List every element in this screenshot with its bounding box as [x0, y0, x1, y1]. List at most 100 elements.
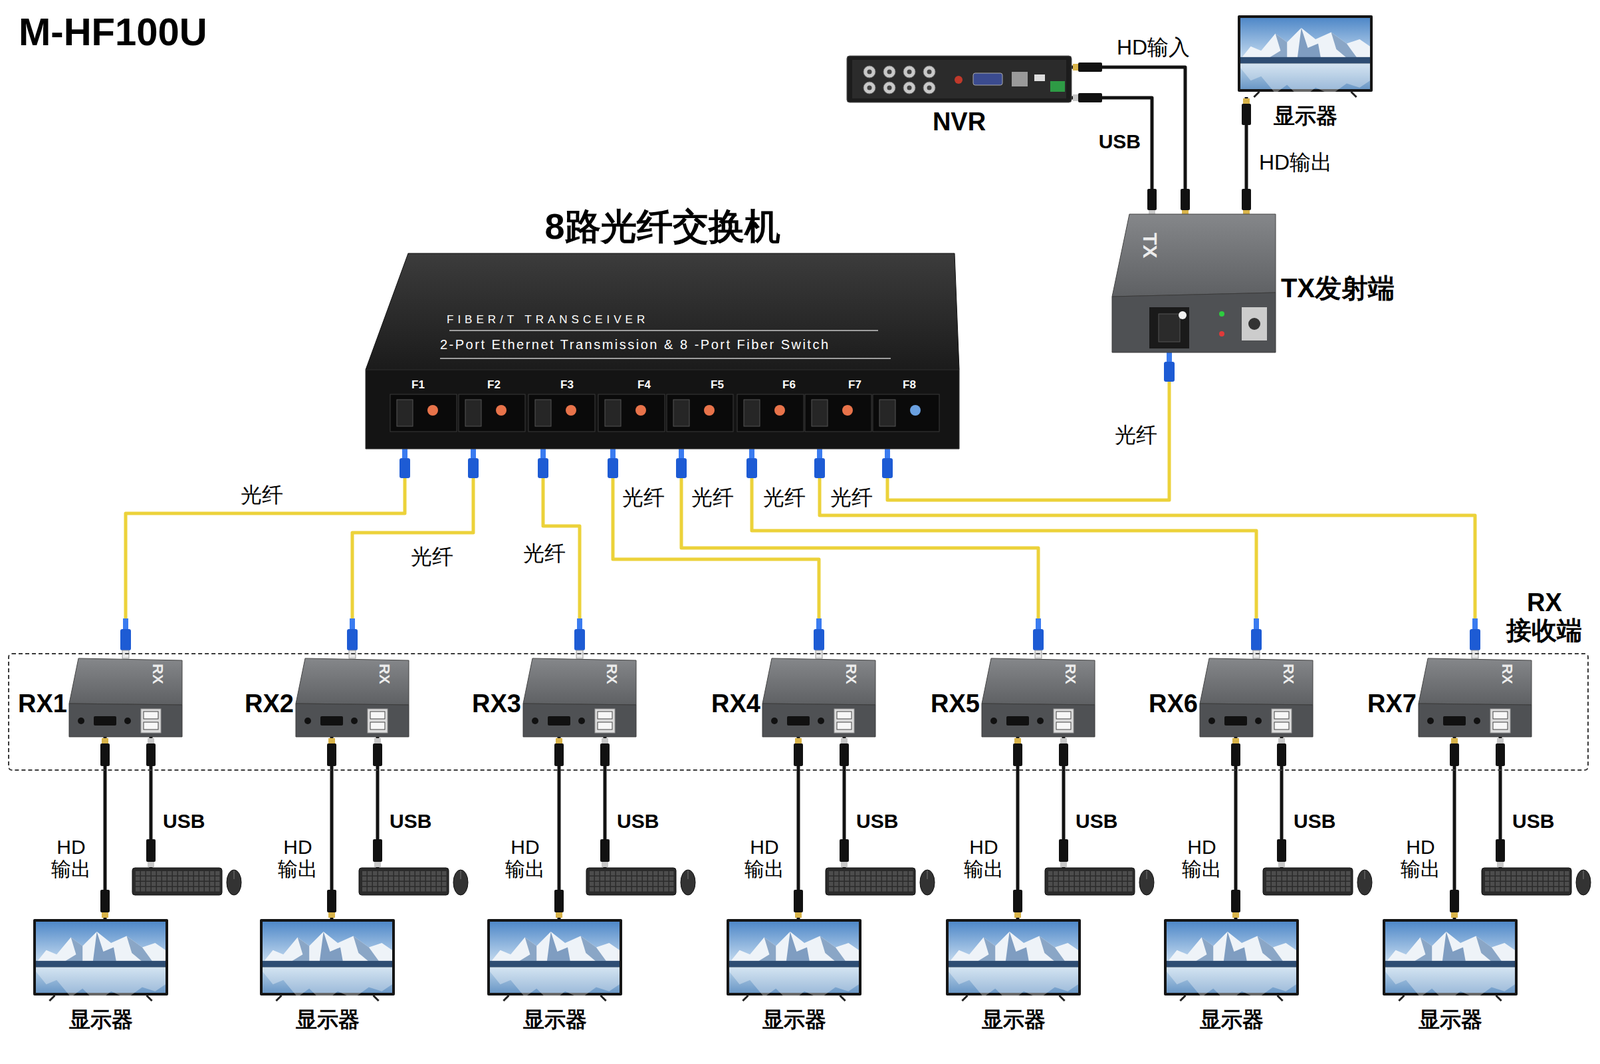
usb-plug: [1058, 838, 1069, 862]
port-label: F7: [848, 378, 862, 392]
device-name: 显示器: [762, 1007, 827, 1032]
keyboard-key: [621, 870, 627, 876]
keyboard-key: [1122, 876, 1128, 881]
bnc-core: [887, 69, 893, 75]
monitor-leg: [146, 995, 153, 1001]
keyboard-key: [1058, 870, 1064, 876]
rx-front: [523, 703, 637, 737]
keyboard-key: [194, 876, 199, 881]
rx-receiver: RX1RX: [69, 658, 183, 737]
water-reflection: [1240, 63, 1371, 100]
keyboard-key: [1096, 876, 1101, 881]
hdmi-plug: [1180, 188, 1190, 211]
plug-tip: [147, 737, 155, 744]
keyboard-key: [1559, 881, 1565, 887]
keyboard-key: [600, 881, 605, 887]
keyboard-key: [210, 870, 215, 876]
usb-slot: [1056, 721, 1071, 730]
sc-port: [1158, 313, 1180, 342]
screen-sky: [489, 921, 620, 966]
keyboard-key: [669, 881, 675, 887]
keyboard-key: [605, 886, 611, 892]
rx-front: [295, 703, 409, 737]
keyboard-key: [1335, 870, 1341, 876]
keyboard: [1262, 867, 1353, 895]
keyboard-key: [600, 870, 605, 876]
hdmi-port: [787, 715, 810, 726]
keyboard-key: [866, 870, 871, 876]
power-led: [1219, 331, 1225, 337]
keyboard-key: [210, 876, 215, 881]
panel-print: 2-Port Ethernet Transmission & 8 -Port F…: [440, 337, 831, 353]
diagram-title: M-HF100U: [18, 10, 208, 54]
keyboard-key: [621, 876, 627, 881]
mouse-seam: [1146, 870, 1148, 879]
plug-tip: [101, 912, 109, 918]
keyboard-key: [653, 886, 659, 892]
keyboard-key: [1490, 886, 1495, 892]
keyboard-key: [610, 881, 616, 887]
keyboard-key: [844, 870, 850, 876]
usb-plug: [146, 743, 156, 766]
keyboard-key: [1324, 881, 1330, 887]
rx-top: [295, 658, 409, 705]
keyboard-key: [1064, 870, 1069, 876]
keyboard-key: [156, 886, 162, 892]
port-slot: [804, 394, 872, 432]
mountain-shadow: [977, 937, 996, 962]
keyboard-key: [378, 876, 383, 881]
keyboard-key: [1538, 876, 1543, 881]
keyboard-key: [589, 870, 595, 876]
keyboard-key: [415, 881, 421, 887]
plug-tip: [1243, 98, 1250, 104]
tx-top: [1112, 214, 1276, 297]
keyboard-key: [1303, 886, 1309, 892]
device-name: 显示器: [69, 1007, 133, 1032]
keyboard-key: [1543, 886, 1549, 892]
sc-port: [396, 399, 413, 427]
keyboard-key: [1527, 886, 1533, 892]
keyboard-key: [1298, 881, 1303, 887]
water-reflection: [262, 966, 393, 1003]
keyboard-key: [1500, 870, 1506, 876]
keyboard-key: [178, 886, 183, 892]
keyboard-key: [404, 876, 410, 881]
keyboard-key: [589, 876, 595, 881]
keyboard-key: [1554, 886, 1559, 892]
cable-label: USB: [853, 808, 901, 833]
keyboard-key: [1080, 876, 1085, 881]
rx-receiver: RX5RX: [981, 658, 1095, 737]
keyboard-key: [860, 881, 866, 887]
mouse: [453, 869, 468, 895]
keyboard-key: [600, 876, 605, 881]
keyboard-key: [1282, 870, 1287, 876]
keyboard-key: [866, 881, 871, 887]
mountain-shadow: [1442, 931, 1466, 962]
keyboard-key: [908, 881, 914, 887]
hdmi-port: [320, 715, 343, 726]
keyboard-key: [1271, 881, 1277, 887]
keyboard-key: [1500, 876, 1506, 881]
keyboard-key: [1346, 876, 1351, 881]
keyboard-key: [908, 870, 914, 876]
keyboard-key: [637, 876, 643, 881]
keyboard-key: [1330, 886, 1335, 892]
keyboard-key: [626, 870, 632, 876]
keyboard-key: [372, 881, 378, 887]
keyboard-key: [664, 876, 669, 881]
device-name: RX6: [1148, 689, 1198, 719]
keyboard-key: [1548, 876, 1554, 881]
mountain-shadow: [64, 937, 83, 962]
keyboard-key: [605, 870, 611, 876]
rx-receiver: RX2RX: [295, 658, 409, 737]
keyboard-key: [1308, 870, 1314, 876]
keyboard-key: [1490, 870, 1495, 876]
keyboard-key: [1080, 870, 1085, 876]
usb-ports: [1271, 708, 1292, 733]
cable-label: USB: [1072, 808, 1121, 833]
bnc-connector: [923, 81, 936, 94]
mountain-shadow: [126, 935, 153, 962]
keyboard-key: [887, 881, 893, 887]
sc-boot: [540, 448, 546, 458]
usb-plug: [1276, 838, 1287, 862]
